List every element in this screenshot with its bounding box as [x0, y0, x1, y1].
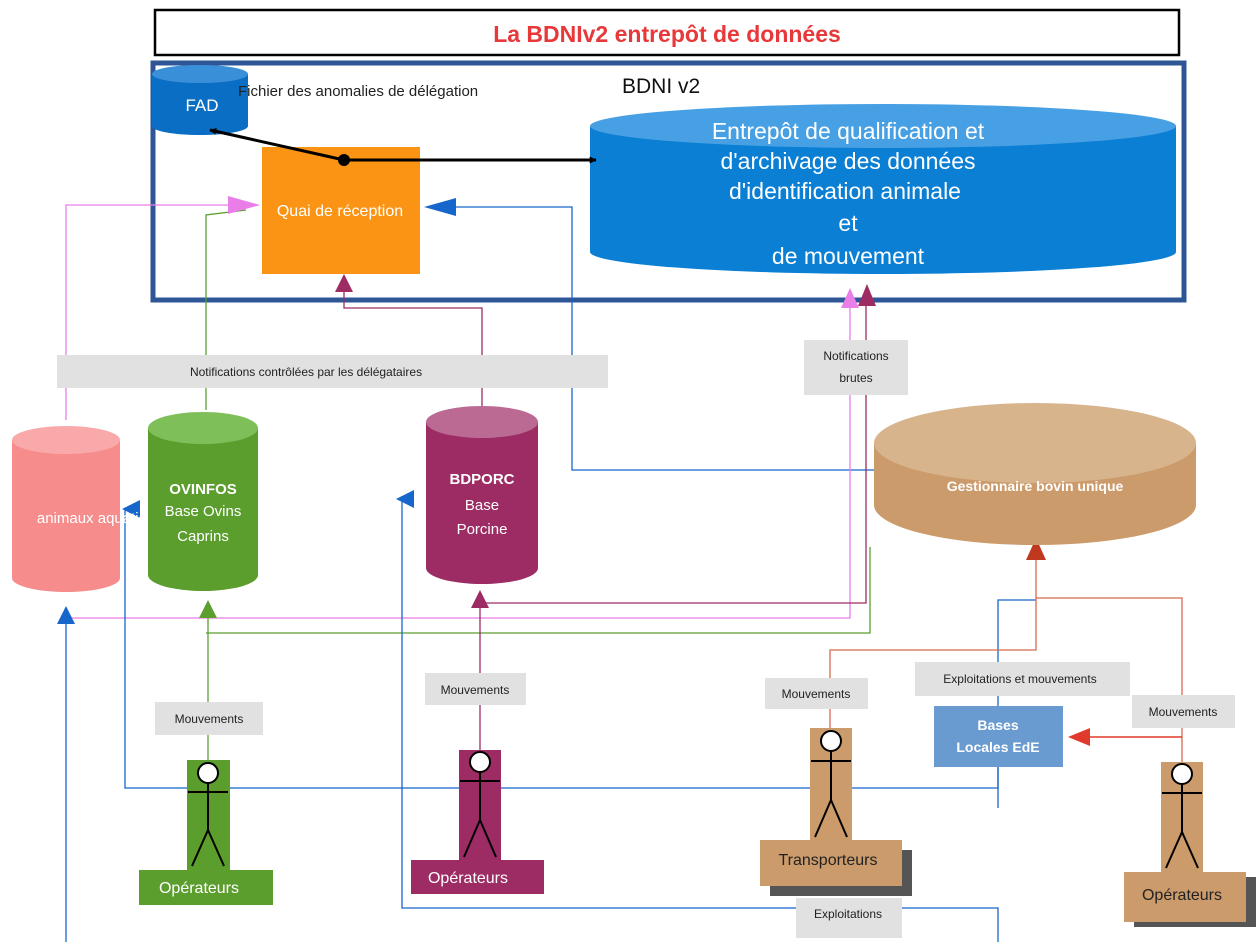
arrowhead-purple-quai [335, 274, 353, 292]
quai-label: Quai de réception [277, 203, 403, 220]
bdporc-line2: Porcine [457, 521, 508, 538]
bases-locales-line1: Bases [977, 717, 1018, 733]
warehouse-database: Entrepôt de qualification et d'archivage… [590, 104, 1176, 274]
diagram-title: La BDNIv2 entrepôt de données [493, 21, 841, 47]
bovin-label: Gestionnaire bovin unique [947, 478, 1124, 494]
ovinfos-name: OVINFOS [169, 481, 237, 498]
arrowhead-pink-quai [228, 196, 260, 214]
warehouse-line-1: Entrepôt de qualification et [712, 118, 985, 144]
fad-warehouse-link [209, 127, 597, 166]
ovinfos-line2: Caprins [177, 528, 229, 545]
label-mouvements-transport: Mouvements [765, 678, 868, 709]
transporteurs-label: Transporteurs [779, 852, 878, 869]
svg-text:Mouvements: Mouvements [1149, 705, 1218, 719]
bdporc-database: BDPORC Base Porcine [426, 406, 538, 584]
arrowhead-blue-bdporc [396, 490, 414, 508]
arrowhead-pink-warehouse [841, 288, 859, 308]
connectors [65, 204, 1183, 942]
fad-caption: Fichier des anomalies de délégation [238, 83, 478, 100]
bdni-frame [150, 60, 1187, 303]
title-box: La BDNIv2 entrepôt de données [153, 8, 1181, 57]
bases-locales-line2: Locales EdE [956, 739, 1039, 755]
label-mouvements-right: Mouvements [1132, 695, 1235, 728]
bovin-database: Gestionnaire bovin unique [874, 403, 1196, 545]
arrowhead-red-bases [1068, 728, 1090, 746]
stick-figure-icon [811, 730, 851, 838]
bases-locales-box: Bases Locales EdE [934, 706, 1063, 767]
operateurs-right-label: Opérateurs [1142, 887, 1222, 904]
stick-figure-icon [188, 762, 228, 867]
actor-operateurs-porc: Opérateurs [411, 750, 544, 894]
svg-text:Mouvements: Mouvements [441, 683, 510, 697]
label-notifs-brutes: Notifications brutes [804, 340, 908, 395]
operateurs-ovin-label: Opérateurs [159, 880, 239, 897]
label-notifs-controlees: Notifications contrôlées par les délégat… [57, 355, 608, 388]
svg-text:Exploitations: Exploitations [814, 907, 882, 921]
ovinfos-line1: Base Ovins [165, 503, 242, 520]
bdporc-line1: Base [465, 497, 499, 514]
arrow-heads [57, 196, 1090, 746]
actor-operateurs-ovin: Opérateurs [139, 760, 273, 905]
svg-text:brutes: brutes [839, 371, 872, 385]
label-exploitations-mouvements: Exploitations et mouvements [915, 662, 1130, 696]
svg-text:Notifications: Notifications [823, 349, 888, 363]
arrowhead-purple-warehouse [858, 284, 876, 306]
aquatiques-label: animaux aquatiques [37, 510, 171, 527]
fad-database: FAD [152, 65, 248, 135]
aquatiques-database: animaux aquatiques [12, 426, 171, 592]
ovinfos-database: OVINFOS Base Ovins Caprins [148, 412, 258, 591]
arrowhead-purple-bdporc [471, 590, 489, 608]
label-mouvements-porc: Mouvements [425, 673, 526, 705]
svg-text:Mouvements: Mouvements [175, 712, 244, 726]
bdni-label: BDNI v2 [622, 75, 700, 98]
stick-figure-icon [1162, 763, 1202, 869]
fad-label: FAD [185, 96, 218, 115]
svg-text:Notifications contrôlées par l: Notifications contrôlées par les délégat… [190, 365, 422, 379]
warehouse-line-4: et [838, 210, 858, 236]
warehouse-line-3: d'identification animale [729, 178, 961, 204]
svg-text:Exploitations et mouvements: Exploitations et mouvements [943, 672, 1096, 686]
warehouse-line-5: de mouvement [772, 243, 925, 269]
bdporc-name: BDPORC [449, 471, 514, 488]
arrowhead-blue-aquatic [122, 500, 140, 518]
arrowhead-red-bovin [1026, 538, 1046, 560]
actor-transporteurs: Transporteurs [760, 728, 912, 896]
label-mouvements-ovin: Mouvements [155, 702, 263, 735]
label-exploitations: Exploitations [796, 898, 902, 938]
svg-text:Mouvements: Mouvements [782, 687, 851, 701]
stick-figure-icon [460, 751, 500, 858]
operateurs-porc-label: Opérateurs [428, 870, 508, 887]
arrowhead-blue-quai [424, 198, 456, 216]
arrowhead-green-ovinfos [199, 600, 217, 618]
arrowhead-blue-aquatic-bottom [57, 606, 75, 624]
warehouse-line-2: d'archivage des données [720, 148, 975, 174]
actor-operateurs-right: Opérateurs [1124, 762, 1256, 927]
quai-reception: Quai de réception [262, 147, 420, 274]
